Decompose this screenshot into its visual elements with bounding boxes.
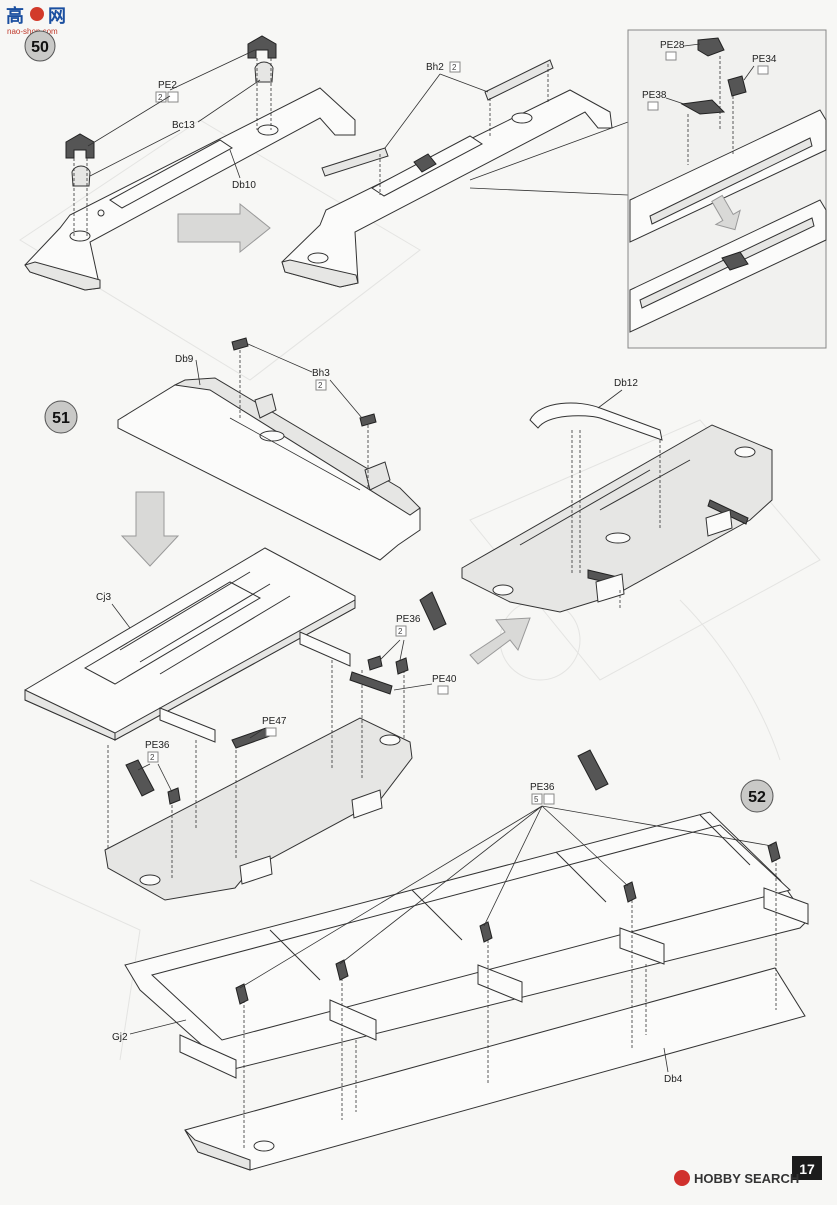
pe2-etch-icon (167, 91, 179, 103)
pe2-brackets (65, 35, 277, 236)
step-50-badge (24, 30, 56, 62)
brand-name: HOBBY SEARCH (694, 1171, 799, 1186)
bh3-qty: 2 (318, 381, 323, 390)
step-51: 51 Db9 Bh3 2 (24, 337, 773, 901)
label-db9: Db9 (175, 354, 194, 365)
label-pe2: PE2 (158, 80, 177, 91)
step-51-down-arrow-icon (120, 491, 180, 567)
watermark-char-2: 网 (48, 6, 66, 26)
pe36-hook-c-icon (577, 749, 609, 791)
part-db10-assembled-drawing (281, 59, 613, 288)
detail-arrow-icon (711, 194, 741, 231)
step-50-arrow-icon (177, 202, 271, 254)
pe36-a-qty-box (395, 625, 407, 637)
label-pe36-c: PE36 (530, 782, 555, 793)
pe28-etch-icon (665, 51, 677, 61)
pe36-hook-b-icon (125, 759, 155, 797)
pe36-b-qty-box (147, 751, 159, 763)
pe40-strip-icon (349, 671, 393, 695)
pe36-hook-a-icon (419, 591, 447, 631)
step-52-badge (740, 779, 774, 813)
bh2-qty-box (449, 61, 461, 73)
pe36-clip-e-icon (335, 959, 349, 981)
label-pe40: PE40 (432, 674, 457, 685)
label-db12: Db12 (614, 378, 638, 389)
label-bh3: Bh3 (312, 368, 330, 379)
bh3-pin-a-icon (231, 337, 249, 351)
pe34-etch-icon (757, 65, 769, 75)
pe36-b-qty: 2 (150, 753, 155, 762)
label-bh2: Bh2 (426, 62, 444, 73)
step-51-diag-arrow-icon (469, 617, 531, 665)
pe36-a-qty: 2 (398, 627, 403, 636)
detail-panel-drawing (629, 37, 827, 333)
pe36-clip-a-icon (367, 655, 383, 671)
background-sketch (19, 119, 821, 1061)
pe40-etch-icon (437, 685, 449, 695)
bh3-pin-b-icon (359, 413, 377, 427)
step-52-number: 52 (748, 789, 766, 806)
pe36-clip-d-icon (235, 983, 249, 1005)
part-cj3-drawing (24, 547, 356, 743)
step-52: 52 (112, 749, 809, 1171)
pe36-clip-c-icon (167, 787, 181, 805)
label-bc13: Bc13 (172, 120, 195, 131)
pe36-c-qty: 5 (534, 795, 539, 804)
step-51-number: 51 (52, 410, 70, 427)
pe36-clip-g-icon (623, 881, 637, 903)
part-base-plate-drawing (104, 660, 413, 901)
label-pe38: PE38 (642, 90, 667, 101)
step-50-number: 50 (31, 39, 49, 56)
part-db9-drawing (117, 350, 421, 561)
label-gj2: Gj2 (112, 1032, 128, 1043)
pe36-clip-h-icon (767, 841, 781, 863)
pe2-qty: 2 (158, 93, 163, 102)
label-db10: Db10 (232, 180, 256, 191)
page-number: 17 (799, 1161, 815, 1177)
page-number-box (792, 1156, 822, 1180)
label-db4: Db4 (664, 1074, 683, 1085)
label-pe28: PE28 (660, 40, 685, 51)
part-db12-assembled-drawing (461, 402, 773, 613)
label-pe36-a: PE36 (396, 614, 421, 625)
label-pe34: PE34 (752, 54, 777, 65)
label-pe36-b: PE36 (145, 740, 170, 751)
part-db10-drawing (24, 87, 356, 291)
bh3-qty-box (315, 379, 327, 391)
step-51-badge (44, 400, 78, 434)
watermark-url: nao-shon.com (7, 27, 58, 36)
bh2-qty: 2 (452, 63, 457, 72)
footer: 17 HOBBY SEARCH (674, 1156, 822, 1186)
step-50: 50 PE2 2 Bc13 Db10 (24, 29, 827, 349)
part-gj2-drawing (124, 811, 809, 1079)
watermark-dot-icon (30, 7, 44, 21)
pe38-etch-icon (647, 101, 659, 111)
pe36-clip-b-icon (395, 657, 409, 675)
pe2-qty-box (155, 91, 167, 103)
pe36-c-qty-box (531, 793, 543, 805)
site-watermark: 高 网 nao-shon.com (6, 5, 66, 36)
watermark-char-1: 高 (6, 5, 24, 26)
pe47-etch-icon (265, 727, 277, 737)
label-pe47: PE47 (262, 716, 287, 727)
label-cj3: Cj3 (96, 592, 111, 603)
pe36-c-etch-icon (543, 793, 555, 805)
brand-logo-icon (674, 1170, 690, 1186)
part-db4-drawing (184, 858, 806, 1171)
